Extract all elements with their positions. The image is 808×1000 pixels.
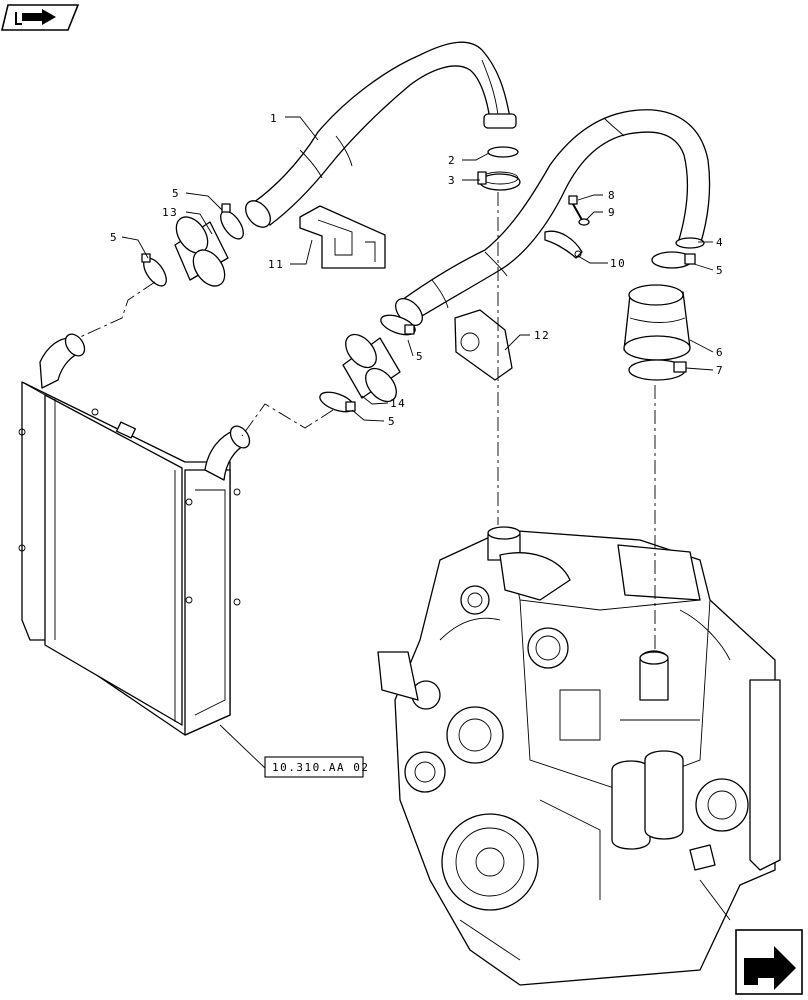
callout-9: 9 [608, 206, 616, 219]
bracket-10 [544, 230, 583, 259]
sleeve-13 [174, 216, 229, 287]
page-corner-arrow-icon[interactable] [735, 929, 803, 995]
callout-5-e: 5 [388, 415, 396, 428]
book-return-icon[interactable] [0, 4, 80, 31]
reference-label: 10.310.AA 02 [272, 761, 369, 774]
callout-4: 4 [716, 236, 724, 249]
callout-5-b: 5 [110, 231, 118, 244]
clamp-7 [628, 359, 687, 381]
callout-labels: 1 2 3 4 5 5 5 5 5 6 7 8 9 10 11 12 13 14 [110, 112, 724, 428]
callout-6: 6 [716, 346, 724, 359]
callout-8: 8 [608, 189, 616, 202]
sleeve-14 [342, 333, 401, 403]
callout-3: 3 [448, 174, 456, 187]
hose-1 [245, 41, 517, 228]
reference-box[interactable]: 10.310.AA 02 [264, 756, 369, 778]
callout-7: 7 [716, 364, 724, 377]
callout-13: 13 [162, 206, 178, 219]
callout-10: 10 [610, 257, 626, 270]
callout-5-c: 5 [716, 264, 724, 277]
callout-5-a: 5 [172, 187, 180, 200]
callout-1: 1 [270, 112, 278, 125]
clamp-5-upper-left [220, 203, 244, 240]
bracket-12 [454, 309, 513, 381]
centerline-left-upper [77, 281, 156, 339]
clamp-5-left [141, 253, 167, 287]
engine-assembly [377, 526, 781, 986]
hose-4 [395, 109, 711, 326]
clamp-5-right [651, 251, 696, 269]
callout-11: 11 [268, 258, 284, 271]
reducer-6 [623, 284, 691, 361]
o-ring-2 [487, 146, 519, 158]
clamp-5-mid-upper [380, 314, 416, 336]
leader-lines [121, 116, 714, 769]
clamp-5-mid-lower [319, 391, 356, 413]
intercooler [18, 333, 251, 736]
washer-9 [578, 218, 590, 226]
callout-5-d: 5 [416, 350, 424, 363]
support-11 [299, 205, 386, 269]
callout-14: 14 [390, 397, 406, 410]
bolt-8 [568, 195, 583, 221]
centerline-left-lower [241, 403, 334, 437]
callout-2: 2 [448, 154, 456, 167]
callout-12: 12 [534, 329, 550, 342]
clamp-3 [477, 171, 521, 191]
